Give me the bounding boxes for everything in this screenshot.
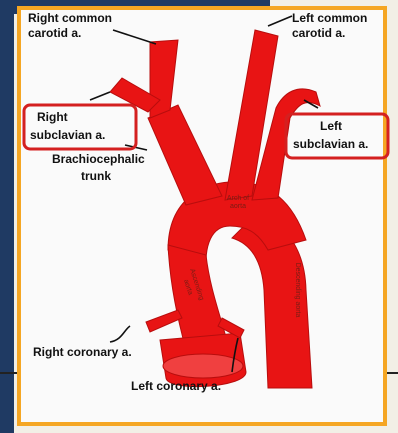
- label-right-subclavian-line1: Right: [37, 110, 68, 124]
- label-left-common-carotid-line2: carotid a.: [292, 26, 345, 40]
- label-left-subclavian-line2: subclavian a.: [293, 137, 368, 151]
- arch-label-line2: aorta: [230, 203, 246, 210]
- label-brachiocephalic-line1: Brachiocephalic: [52, 152, 145, 166]
- descending-label: Descending aorta: [294, 263, 301, 318]
- leader-right-subclavian: [90, 92, 110, 100]
- label-right-common-carotid-line1: Right common: [28, 11, 112, 25]
- leader-right-coronary: [110, 326, 130, 342]
- leader-right-common-carotid: [113, 30, 156, 44]
- leader-left-common-carotid: [268, 16, 292, 26]
- label-left-subclavian-line1: Left: [320, 119, 342, 133]
- arch-label-line1: Arch of: [227, 195, 249, 202]
- label-right-common-carotid-line2: carotid a.: [28, 26, 81, 40]
- brachiocephalic-trunk: [148, 105, 222, 205]
- label-right-coronary: Right coronary a.: [33, 345, 132, 359]
- label-left-common-carotid-line1: Left common: [292, 11, 367, 25]
- label-left-coronary: Left coronary a.: [131, 379, 221, 393]
- label-brachiocephalic-line2: trunk: [81, 169, 111, 183]
- label-right-subclavian-line2: subclavian a.: [30, 128, 105, 142]
- right-coronary-artery: [146, 310, 182, 332]
- aortic-root-opening: [163, 354, 243, 378]
